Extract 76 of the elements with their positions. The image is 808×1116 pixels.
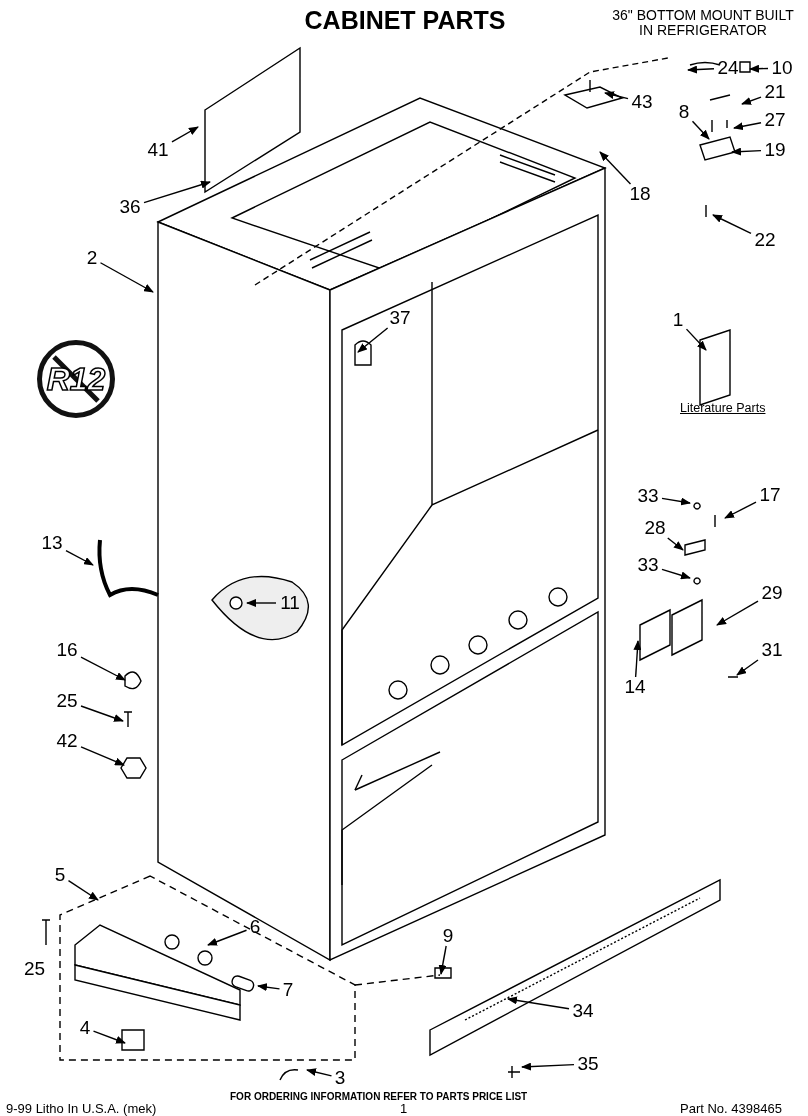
callout-number: 24 [717,58,739,78]
leader-arrow [67,879,99,901]
leader-arrow [667,537,684,551]
leader-arrow [749,64,769,73]
callout-number: 13 [41,533,63,553]
callout-number: 4 [79,1018,91,1038]
callout-number: 19 [764,140,786,160]
callout-number: 22 [754,230,776,250]
callout-number: 36 [119,197,141,217]
footer-text: 1 [400,1102,408,1115]
leader-arrow [80,705,124,722]
callout-number: 37 [389,308,411,328]
callout-number: 6 [249,917,261,937]
leader-arrow [741,96,762,105]
leader-arrow [733,122,762,131]
leader-arrow [143,180,211,204]
leader-arrow [92,1030,126,1044]
callout-number: 33 [637,486,659,506]
leader-arrow [661,497,691,506]
header-note: 36" BOTTOM MOUNT BUILT IN REFRIGERATOR [611,8,795,38]
callout-number: 29 [761,583,783,603]
leader-arrow [736,659,759,676]
callout-number: 3 [334,1068,346,1088]
leader-arrow [685,328,707,351]
leader-arrow [257,983,281,992]
section-link: Literature Parts [680,400,766,417]
callout-number: 14 [624,677,646,697]
callout-number: 21 [764,82,786,102]
callout-number: 35 [577,1054,599,1074]
leader-arrow [80,656,126,681]
leader-arrow [599,151,632,185]
callout-number: 31 [761,640,783,660]
callout-number: 8 [678,102,690,122]
leader-arrow [731,147,762,156]
callout-number: 2 [86,248,98,268]
footer-text: Part No. 4398465 [680,1102,782,1115]
callout-number: 16 [56,640,78,660]
leader-arrow [99,262,154,293]
callout-number: 5 [54,865,66,885]
callout-number: 42 [56,731,78,751]
leader-arrow [661,568,691,580]
footer-note: FOR ORDERING INFORMATION REFER TO PARTS PRICE LIST [230,1091,528,1102]
leader-arrow [357,327,389,353]
callout-number: 1 [672,310,684,330]
leader-arrow [687,65,715,74]
callout-number: 34 [572,1001,594,1021]
leader-arrow [171,126,199,143]
leader-arrow [712,214,752,234]
leader-arrow [604,91,629,100]
leader-arrow [65,549,94,566]
leader-arrow [633,640,642,678]
leader-arrow [80,746,125,766]
callout-number: 17 [759,485,781,505]
leader-arrow [691,120,710,140]
callout-number: 25 [24,960,46,977]
callout-number: 7 [282,980,294,1000]
callout-number: 41 [147,140,169,160]
callout-number: 11 [280,593,300,613]
callout-number: 33 [637,555,659,575]
leader-arrow [438,945,447,975]
callout-number: 9 [442,926,454,946]
leader-arrow [716,600,759,626]
callout-number: 43 [631,92,653,112]
callout-number: 27 [764,110,786,130]
title: CABINET PARTS [303,6,507,35]
leader-arrow [246,599,277,607]
leader-arrow [207,929,248,946]
leader-arrow [521,1062,575,1071]
leader-arrow [724,501,757,519]
footer-text: 9-99 Litho In U.S.A. (mek) [6,1102,157,1115]
leader-arrow [306,1068,333,1077]
callout-number: 28 [644,518,666,538]
leader-arrow [507,996,570,1010]
callout-number: 10 [771,58,793,78]
callout-number: 18 [629,184,651,204]
callout-number: 25 [56,691,78,711]
